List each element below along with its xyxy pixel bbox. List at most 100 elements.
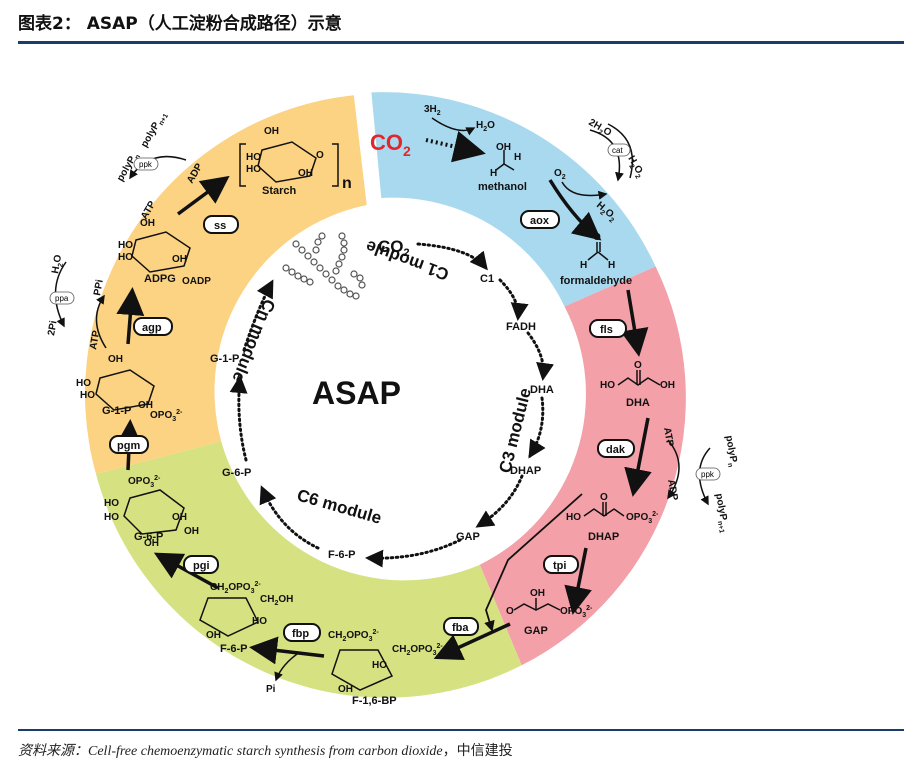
dhap-label: DHAP xyxy=(588,531,619,543)
methanol-h2: H xyxy=(514,152,521,163)
g6p-oh-1: OH xyxy=(172,512,187,523)
formaldehyde-h1: H xyxy=(580,260,587,271)
dha-structure xyxy=(617,370,661,386)
f16bp-ch2opo3-right: CH2OPO32- xyxy=(392,643,443,657)
f16bp-label: F-1,6-BP xyxy=(352,695,397,707)
enzyme-aox: aox xyxy=(520,210,560,229)
header-divider xyxy=(18,41,904,44)
g6p-label: G-6-P xyxy=(134,531,163,543)
helper-ppk-c3: ppk xyxy=(695,467,721,481)
svg-text:ppa: ppa xyxy=(55,294,69,303)
formaldehyde-o: O xyxy=(593,232,601,243)
inner-dha: DHA xyxy=(530,384,554,396)
co2-label: CO2 xyxy=(370,130,411,159)
inner-gap: GAP xyxy=(456,531,480,543)
svg-text:aox: aox xyxy=(530,215,550,227)
sector-c6-green xyxy=(96,441,522,698)
enzyme-tpi: tpi xyxy=(543,555,579,574)
g6p-ring xyxy=(123,489,185,535)
module-c3-label: C3 module xyxy=(495,386,534,475)
svg-text:ss: ss xyxy=(214,220,226,232)
adpg-oh: OH xyxy=(172,254,187,265)
sector-cn-orange xyxy=(85,95,367,474)
dhap-ho: HO xyxy=(566,512,581,523)
starch-label: Starch xyxy=(262,185,297,197)
figure-title: 图表2： ASAP（人工淀粉合成路径）示意 xyxy=(18,14,342,34)
cofactor-atp-c3: ATP xyxy=(661,427,675,448)
helper-cat: cat xyxy=(607,143,631,157)
f6p-ch2oh: CH2OH xyxy=(260,594,293,607)
svg-text:fls: fls xyxy=(600,324,613,336)
enzyme-ss: ss xyxy=(203,215,239,234)
enzyme-fls: fls xyxy=(589,319,627,338)
inner-c1: C1 xyxy=(480,273,494,285)
enzyme-agp: agp xyxy=(133,317,173,336)
enzyme-fbp: fbp xyxy=(283,623,321,642)
helper-ppk-cn: ppk xyxy=(133,157,159,171)
formaldehyde-structure xyxy=(587,242,609,261)
dhap-to-fba-arrow xyxy=(484,493,583,632)
g6p-ho-2: HO xyxy=(104,512,119,523)
svg-text:tpi: tpi xyxy=(553,560,566,572)
source-citation: Cell-free chemoenzymatic starch synthesi… xyxy=(88,744,443,759)
dhap-structure xyxy=(583,502,625,517)
f16bp-ho: HO xyxy=(372,660,387,671)
methanol-h1: H xyxy=(490,168,497,179)
methanol-oh: OH xyxy=(496,142,511,153)
enzyme-fba: fba xyxy=(443,617,479,636)
source-note: 资料来源：Cell-free chemoenzymatic starch syn… xyxy=(18,740,513,760)
dha-label: DHA xyxy=(626,397,650,409)
g6p-oh-2: OH xyxy=(144,538,159,549)
inner-f6p: F-6-P xyxy=(328,549,356,561)
cofactor-pi: Pi xyxy=(266,684,276,695)
inner-fadh: FADH xyxy=(506,321,536,333)
svg-text:ppk: ppk xyxy=(139,160,153,169)
adpg-oadp: OADP xyxy=(182,276,211,287)
g1p-ho-2: HO xyxy=(80,390,95,401)
gap-label: GAP xyxy=(524,625,548,637)
adpg-ho-1: HO xyxy=(118,240,133,251)
svg-text:pgm: pgm xyxy=(117,440,140,452)
co2-to-methanol-arrow xyxy=(425,131,486,163)
cofactor-polyp-n1-c3: polyPn+1 xyxy=(711,493,731,534)
gap-o: O xyxy=(506,606,514,617)
dhap-opo3: OPO32- xyxy=(626,511,659,525)
svg-text:dak: dak xyxy=(606,444,626,456)
svg-text:agp: agp xyxy=(142,322,162,334)
dha-oh: OH xyxy=(660,380,675,391)
f6p-ring xyxy=(199,597,260,637)
enzyme-pgi: pgi xyxy=(183,555,219,574)
g1p-label: G-1-P xyxy=(102,405,131,417)
svg-text:cat: cat xyxy=(612,146,623,155)
f16bp-ring xyxy=(331,649,394,691)
adpg-ho-2: HO xyxy=(118,252,133,263)
cofactor-atp-cn1: ATP xyxy=(88,329,102,350)
adpg-label: ADPG xyxy=(144,273,176,285)
inner-cycle-arrows xyxy=(229,242,554,568)
dhap-o: O xyxy=(600,492,608,503)
enzyme-dak: dak xyxy=(597,439,635,458)
inner-g1p: G-1-P xyxy=(210,353,239,365)
source-label: 资料来源： xyxy=(18,743,88,759)
g6p-oh-3: OH xyxy=(184,526,199,537)
starch-n: n xyxy=(342,175,352,192)
source-publisher: ，中信建投 xyxy=(442,743,513,759)
svg-text:ppk: ppk xyxy=(701,470,715,479)
enzyme-pgm: pgm xyxy=(109,435,149,454)
formaldehyde-h2: H xyxy=(608,260,615,271)
center-title: ASAP xyxy=(312,375,401,411)
g1p-opo3: OPO32- xyxy=(150,409,183,423)
cofactor-polyp-n1-cn: polyPn+1 xyxy=(139,110,170,151)
f16bp-oh: OH xyxy=(338,684,353,695)
g6p-ho-1: HO xyxy=(104,498,119,509)
g1p-oh: OH xyxy=(138,400,153,411)
cofactor-o2: O2 xyxy=(554,168,566,181)
cofactor-h2o-cn: H2O xyxy=(50,254,66,275)
adpg-ring xyxy=(131,231,191,273)
formaldehyde-label: formaldehyde xyxy=(560,275,632,287)
methanol-to-formaldehyde-arrow xyxy=(548,179,602,241)
cofactor-h2o: H2O xyxy=(476,120,495,133)
cofactor-2pi: 2Pi xyxy=(46,320,59,337)
footer-divider xyxy=(18,729,904,731)
starch-oh-top: OH xyxy=(264,126,279,137)
